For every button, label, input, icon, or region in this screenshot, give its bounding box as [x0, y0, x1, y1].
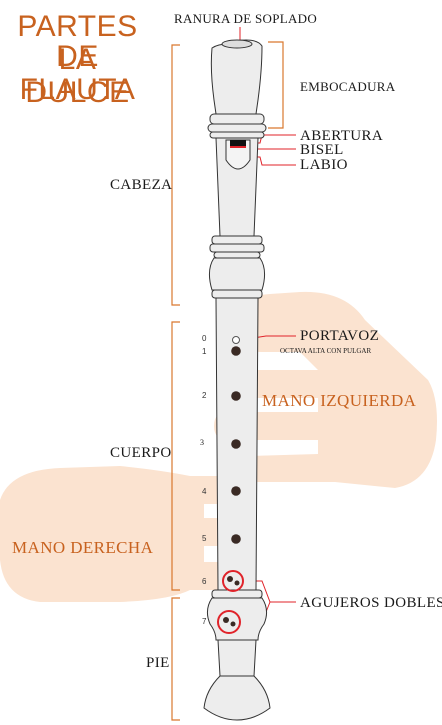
hole-6-double	[222, 570, 244, 592]
label-portavoz-note: OCTAVA ALTA CON PULGAR	[280, 347, 372, 355]
hole-number-2: 2	[202, 391, 207, 400]
title-line-2: LA FLAUTA	[19, 43, 136, 106]
label-agujeros-dobles: AGUJEROS DOBLES	[300, 595, 442, 611]
hole-number-7: 7	[202, 617, 207, 626]
title-line-3: DULCE	[25, 76, 130, 109]
label-portavoz: PORTAVOZ	[300, 328, 380, 344]
right-hand-shape	[0, 466, 248, 602]
hole-4	[231, 486, 241, 496]
recorder-flute	[203, 39, 271, 721]
mouthpiece	[210, 39, 263, 115]
title-line-1: PARTES DE	[17, 10, 138, 73]
hole-number-0: 0	[202, 334, 207, 343]
hole-number-6: 6	[202, 577, 207, 586]
label-cuerpo: CUERPO	[110, 445, 172, 461]
label-cuerpo-sup: 3	[200, 438, 204, 447]
label-ranura: RANURA DE SOPLADO	[174, 11, 318, 26]
label-labio: LABIO	[300, 157, 348, 173]
label-embocadura: EMBOCADURA	[300, 79, 396, 94]
hole-5	[231, 534, 241, 544]
pie-bracket	[171, 597, 180, 721]
hole-0	[232, 336, 240, 344]
left-hand-shape	[214, 291, 437, 488]
hole-number-5: 5	[202, 534, 207, 543]
label-cabeza: CABEZA	[110, 177, 173, 193]
hole-3	[231, 439, 241, 449]
label-bisel: BISEL	[300, 142, 344, 158]
embocadura-bracket	[268, 41, 284, 129]
hole-1	[231, 346, 241, 356]
label-abertura: ABERTURA	[300, 128, 384, 144]
label-pie: PIE	[146, 655, 170, 671]
label-mano-izquierda: MANO IZQUIERDA	[262, 391, 417, 410]
hole-number-4: 4	[202, 487, 207, 496]
label-mano-derecha: MANO DERECHA	[12, 538, 154, 557]
hole-7-double	[217, 610, 241, 634]
hole-2	[231, 391, 241, 401]
finger-holes	[217, 336, 244, 634]
cabeza-bracket	[171, 44, 180, 306]
cuerpo-bracket	[171, 321, 180, 591]
hole-number-1: 1	[202, 347, 207, 356]
